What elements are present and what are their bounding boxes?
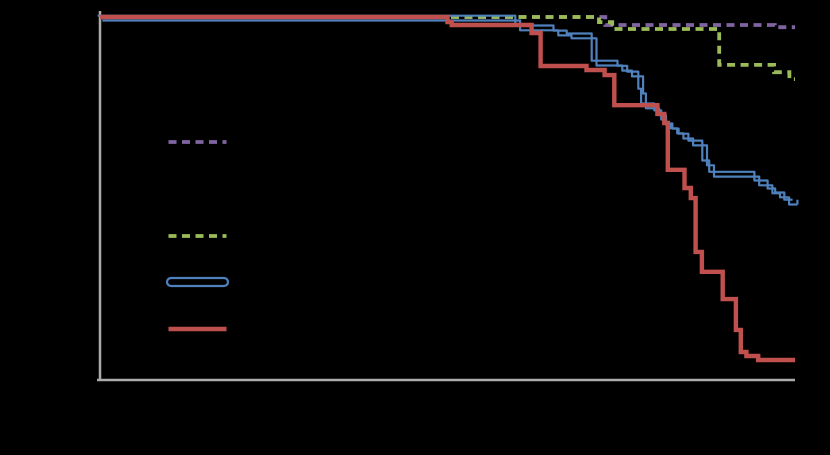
series-4-red-solid-line	[100, 14, 795, 363]
series-3-blue-hollow-edge-bottom	[102, 19, 798, 206]
series-3-blue-hollow-edge-top	[97, 14, 793, 201]
legend-swatch-series-3	[165, 276, 230, 288]
series-2-green-dashed-line	[100, 15, 795, 81]
